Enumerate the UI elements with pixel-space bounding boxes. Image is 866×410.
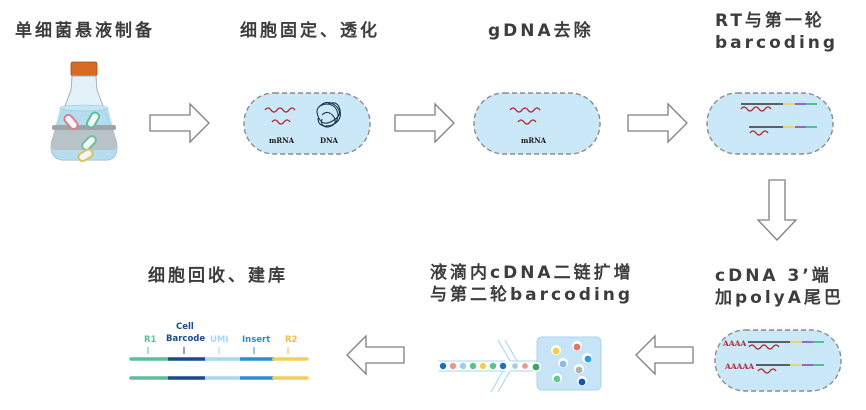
- step-7-title: 细胞回收、建库: [148, 266, 288, 286]
- arrow-left-icon: [346, 334, 405, 376]
- polya-label-1: AAAA: [722, 339, 746, 348]
- cell-step-4: [706, 92, 834, 155]
- arrow-down-icon: [756, 179, 798, 241]
- arrow-right-icon: [149, 102, 210, 144]
- cell-step-2: mRNA DNA: [243, 92, 371, 155]
- flask-icon: [50, 61, 118, 162]
- arrow-right-icon: [394, 102, 455, 144]
- arrow-right-icon: [627, 102, 688, 144]
- step-6-title-line2: 与第二轮barcoding: [430, 285, 634, 305]
- cell-step-5: AAAA AAAAA: [714, 329, 842, 392]
- mrna-label: mRNA: [521, 136, 547, 145]
- lib-label-r1: R1: [144, 335, 157, 345]
- lib-label-insert: Insert: [242, 335, 270, 345]
- droplet-microfluidics-icon: [438, 336, 602, 393]
- library-structure: R1 Cell Barcode UMI Insert R2: [129, 322, 309, 380]
- lib-label-umi: UMI: [210, 335, 229, 345]
- step-4-title-line2: barcoding: [715, 33, 839, 53]
- arrow-left-icon: [635, 334, 694, 376]
- cell-step-3: mRNA: [473, 92, 601, 155]
- lib-label-r2: R2: [285, 335, 298, 345]
- step-6-title-line1: 液滴内cDNA二链扩增: [430, 263, 634, 283]
- lib-label-barcode: Barcode: [166, 334, 205, 344]
- mrna-label: mRNA: [269, 136, 295, 145]
- step-3-title: gDNA去除: [488, 21, 594, 41]
- step-4-title-line1: RT与第一轮: [715, 11, 825, 31]
- step-2-title: 细胞固定、透化: [240, 21, 380, 41]
- lib-label-cell: Cell: [176, 322, 194, 332]
- dna-label: DNA: [320, 136, 338, 145]
- step-5-title-line2: 加polyA尾巴: [715, 288, 844, 308]
- polya-label-2: AAAAA: [724, 362, 754, 371]
- step-5-title-line1: cDNA 3’端: [715, 266, 832, 286]
- step-1-title: 单细菌悬液制备: [15, 21, 155, 41]
